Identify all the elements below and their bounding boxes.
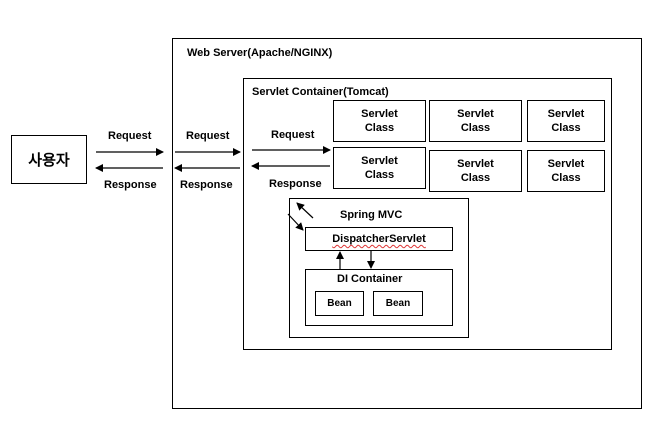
request-label-container: Request [271, 129, 315, 141]
bean-box: Bean [315, 291, 364, 316]
bean-box: Bean [373, 291, 423, 316]
bean-label: Bean [385, 298, 411, 309]
dispatcher-servlet-label: DispatcherServlet [332, 233, 426, 245]
spring-mvc-title: Spring MVC [340, 209, 403, 221]
servlet-class-label: Class [460, 172, 491, 184]
servlet-class-label: Servlet [457, 158, 494, 170]
servlet-class-label: Class [551, 172, 581, 184]
spring-mvc-in-arrow [287, 213, 304, 231]
dispatcher-servlet-box: DispatcherServlet [305, 227, 453, 251]
servlet-class-label: Servlet [547, 158, 585, 170]
response-label-container: Response [269, 178, 322, 190]
web-server-box [172, 38, 642, 409]
response-label-user: Response [104, 179, 157, 191]
request-label-user: Request [108, 130, 152, 142]
response-label-web: Response [180, 179, 233, 191]
servlet-class-label: Class [364, 169, 395, 181]
servlet-class-label: Class [551, 122, 581, 134]
servlet-container-title: Servlet Container(Tomcat) [252, 86, 389, 98]
servlet-class-label: Servlet [361, 108, 398, 120]
servlet-class-label: Class [364, 122, 395, 134]
spring-mvc-out-arrow [296, 202, 314, 219]
servlet-class-label: Servlet [361, 155, 398, 167]
servlet-container-box [243, 78, 612, 350]
servlet-class-label: Class [460, 122, 491, 134]
servlet-class-label: Servlet [457, 108, 494, 120]
user-box: 사용자 [11, 135, 87, 184]
servlet-class-label: Servlet [547, 108, 585, 120]
user-label: 사용자 [28, 152, 70, 169]
di-container-title: DI Container [337, 273, 403, 285]
bean-label: Bean [327, 298, 352, 309]
request-label-web: Request [186, 130, 230, 142]
web-server-title: Web Server(Apache/NGINX) [187, 47, 333, 59]
spring-mvc-box [289, 198, 469, 338]
